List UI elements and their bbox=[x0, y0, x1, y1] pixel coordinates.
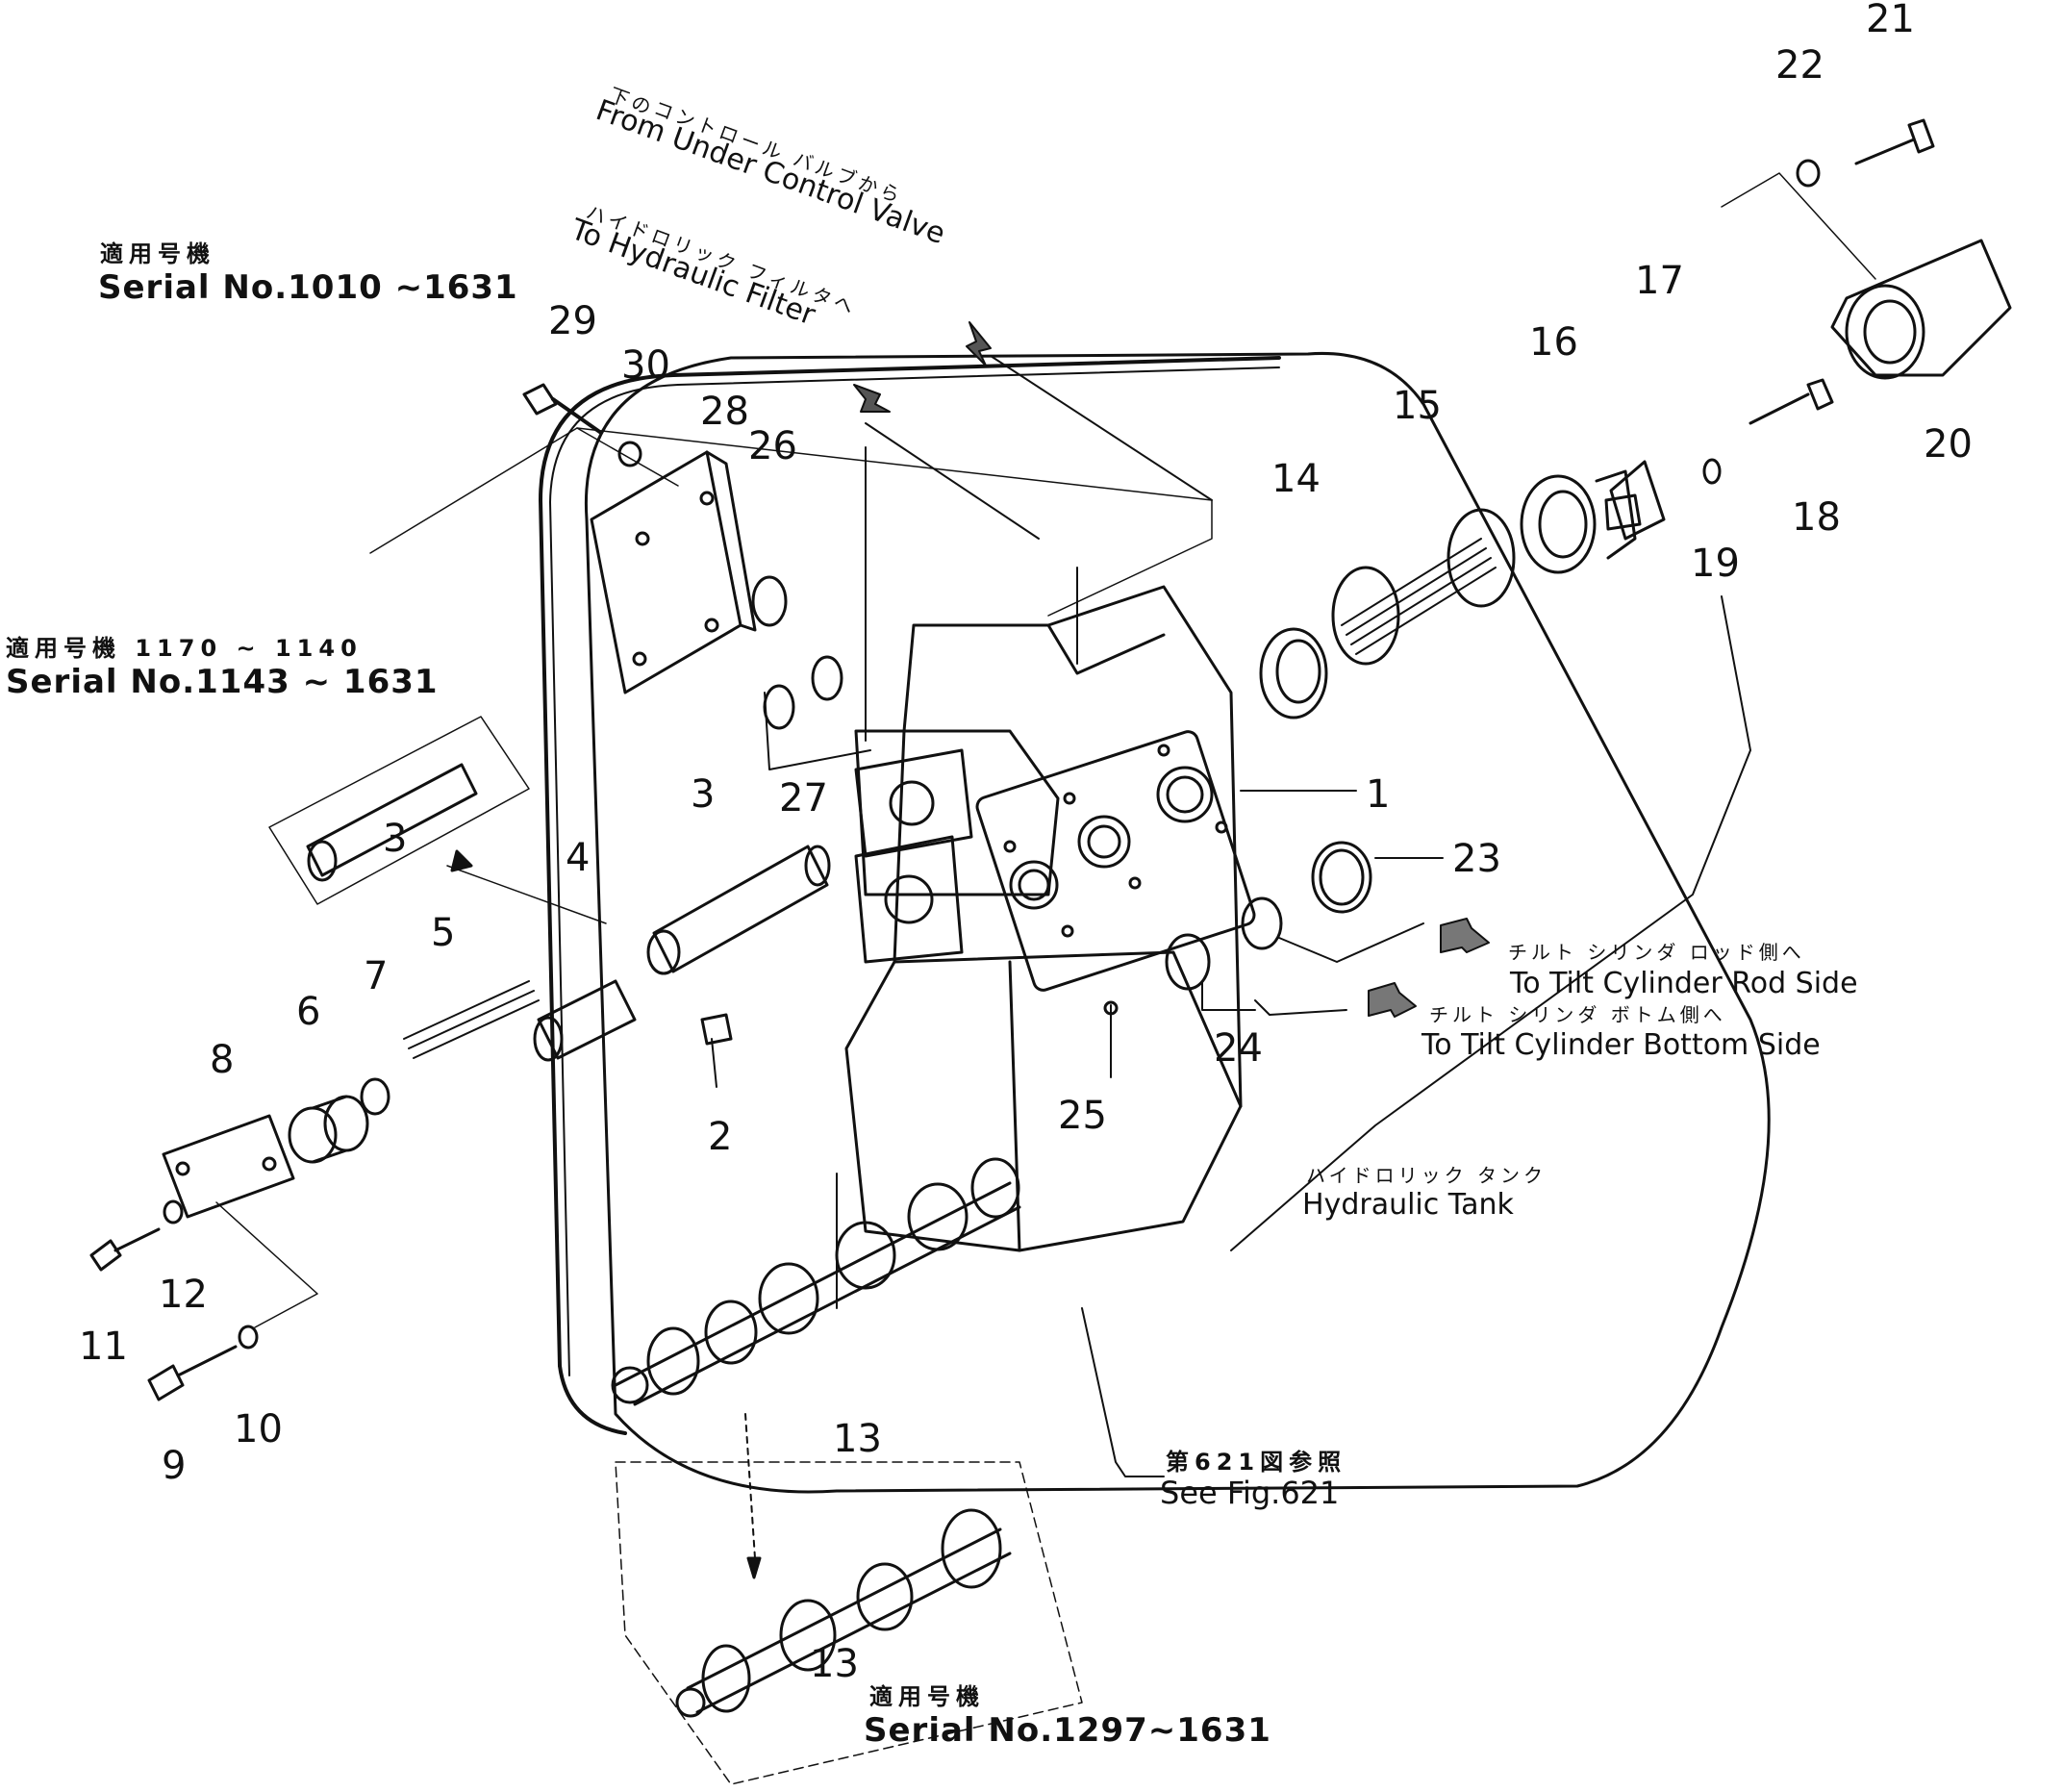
see-fig-en: See Fig.621 bbox=[1160, 1475, 1340, 1511]
callout-19: 19 bbox=[1691, 542, 1740, 586]
callout-22: 22 bbox=[1775, 43, 1824, 88]
callout-4: 4 bbox=[566, 836, 591, 880]
serial-1-en: Serial No.1010 ~1631 bbox=[98, 268, 518, 307]
callout-20: 20 bbox=[1924, 422, 1973, 467]
flow-arrows bbox=[853, 321, 1490, 1018]
tank-en: Hydraulic Tank bbox=[1302, 1188, 1514, 1222]
callout-29: 29 bbox=[548, 299, 597, 343]
serial-3-jp: 適用号機 bbox=[869, 1683, 985, 1710]
bottom-side-en: To Tilt Cylinder Bottom Side bbox=[1421, 1028, 1821, 1062]
callout-9: 9 bbox=[162, 1444, 187, 1488]
callout-13: 13 bbox=[833, 1417, 882, 1461]
callout-27: 27 bbox=[779, 776, 828, 820]
callout-16: 16 bbox=[1529, 320, 1578, 365]
callout-8: 8 bbox=[210, 1038, 235, 1082]
callout-30: 30 bbox=[621, 343, 670, 388]
callout-5: 5 bbox=[431, 911, 456, 955]
callout-23: 23 bbox=[1452, 837, 1501, 881]
bolts-left bbox=[89, 1199, 318, 1401]
serial-2-jp: 適用号機 1170 ~ 1140 bbox=[6, 635, 363, 662]
callout-12: 12 bbox=[159, 1273, 208, 1317]
callout-13-variant: 13 bbox=[810, 1642, 859, 1686]
hydraulic-tank bbox=[539, 351, 1771, 1494]
callout-11: 11 bbox=[79, 1325, 128, 1369]
callout-3-detail: 3 bbox=[383, 817, 408, 861]
callout-25: 25 bbox=[1058, 1094, 1107, 1138]
spool-13 bbox=[611, 1157, 1021, 1406]
callout-2: 2 bbox=[708, 1115, 733, 1159]
callout-26: 26 bbox=[748, 424, 797, 468]
spool-13-variant bbox=[615, 1413, 1083, 1785]
callout-3: 3 bbox=[691, 772, 716, 817]
callout-17: 17 bbox=[1635, 259, 1684, 303]
left-end-parts bbox=[162, 716, 831, 1219]
callout-1: 1 bbox=[1366, 772, 1391, 817]
callout-21: 21 bbox=[1866, 0, 1915, 41]
callout-6: 6 bbox=[296, 990, 321, 1034]
bottom-side-jp: チルト シリンダ ボトム側へ bbox=[1429, 1003, 1726, 1026]
callout-10: 10 bbox=[234, 1407, 283, 1451]
control-valve-body bbox=[844, 585, 1256, 1252]
callout-24: 24 bbox=[1214, 1026, 1263, 1071]
tank-jp: ハイドロリック タンク bbox=[1306, 1164, 1547, 1187]
rod-side-jp: チルト シリンダ ロッド側へ bbox=[1508, 941, 1805, 964]
rod-side-en: To Tilt Cylinder Rod Side bbox=[1510, 967, 1858, 1000]
callout-7: 7 bbox=[364, 954, 389, 998]
serial-3-en: Serial No.1297~1631 bbox=[864, 1711, 1271, 1750]
right-side-parts bbox=[1165, 118, 2012, 991]
callout-14: 14 bbox=[1271, 457, 1321, 501]
callout-28: 28 bbox=[700, 390, 749, 434]
serial-2-en: Serial No.1143 ~ 1631 bbox=[6, 663, 439, 701]
callout-18: 18 bbox=[1792, 495, 1841, 540]
serial-1-jp: 適用号機 bbox=[100, 240, 215, 267]
see-fig-jp: 第621図参照 bbox=[1166, 1449, 1347, 1476]
callout-15: 15 bbox=[1393, 384, 1442, 428]
small-parts bbox=[700, 1000, 1119, 1046]
leader-lines bbox=[711, 355, 1751, 1477]
